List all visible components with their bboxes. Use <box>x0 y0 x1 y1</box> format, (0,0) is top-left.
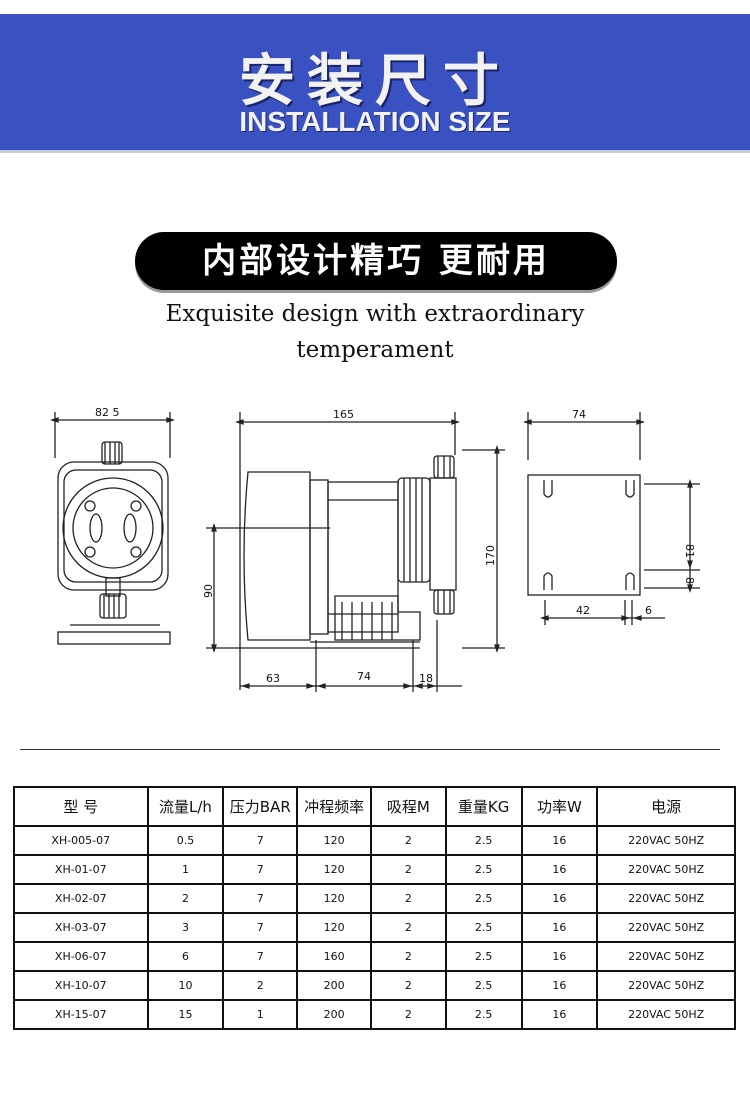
header-suction: 吸程M <box>370 786 447 827</box>
cell-power: 16 <box>520 883 599 914</box>
tagline-line-2: temperament <box>296 337 454 363</box>
cell-model: XH-06-07 <box>13 941 149 972</box>
cell-power: 16 <box>520 854 599 885</box>
cell-supply: 220VAC 50HZ <box>596 970 736 1001</box>
cell-weight: 2.5 <box>444 999 523 1030</box>
cell-suction: 2 <box>370 883 447 914</box>
cell-stroke-rate: 200 <box>296 970 372 1001</box>
dim-side-length: 165 <box>333 408 354 421</box>
cell-flow: 10 <box>146 970 225 1001</box>
dim-bottom-18: 18 <box>419 672 433 685</box>
cell-suction: 2 <box>370 941 447 972</box>
table-row: XH-03-07 3 7 120 2 2.5 16 220VAC 50HZ <box>13 912 736 943</box>
cell-model: XH-03-07 <box>13 912 149 943</box>
cell-stroke-rate: 120 <box>296 883 372 914</box>
cell-weight: 2.5 <box>444 941 523 972</box>
tagline-line-1: Exquisite design with extraordinary <box>165 301 585 327</box>
cell-flow: 15 <box>146 999 225 1030</box>
cell-supply: 220VAC 50HZ <box>596 825 736 856</box>
cell-weight: 2.5 <box>444 912 523 943</box>
cell-model: XH-005-07 <box>13 825 149 856</box>
cell-supply: 220VAC 50HZ <box>596 854 736 885</box>
cell-power: 16 <box>520 825 599 856</box>
banner-subtitle: INSTALLATION SIZE <box>239 106 511 137</box>
dim-height-90: 90 <box>202 584 215 598</box>
installation-drawing: 82 5 165 90 170 63 74 18 74 81 8 42 6 <box>49 406 700 692</box>
cell-supply: 220VAC 50HZ <box>596 883 736 914</box>
table-row: XH-06-07 6 7 160 2 2.5 16 220VAC 50HZ <box>13 941 736 972</box>
cell-flow: 0.5 <box>146 825 225 856</box>
cell-pressure: 7 <box>222 912 299 943</box>
cell-stroke-rate: 120 <box>296 854 372 885</box>
cell-model: XH-02-07 <box>13 883 149 914</box>
cell-model: XH-15-07 <box>13 999 149 1030</box>
dim-base-42: 42 <box>576 604 590 617</box>
cell-stroke-rate: 160 <box>296 941 372 972</box>
dim-front-width: 82 5 <box>95 406 120 419</box>
tagline: Exquisite design with extraordinary temp… <box>150 296 600 368</box>
dim-height-170: 170 <box>484 545 497 566</box>
cell-pressure: 7 <box>222 883 299 914</box>
table-row: XH-01-07 1 7 120 2 2.5 16 220VAC 50HZ <box>13 854 736 885</box>
cell-stroke-rate: 120 <box>296 825 372 856</box>
cell-power: 16 <box>520 999 599 1030</box>
cell-pressure: 2 <box>222 970 299 1001</box>
dim-bottom-63: 63 <box>266 672 280 685</box>
banner-title: 安装尺寸 <box>239 49 511 114</box>
cell-supply: 220VAC 50HZ <box>596 999 736 1030</box>
cell-power: 16 <box>520 941 599 972</box>
cell-pressure: 1 <box>222 999 299 1030</box>
cell-power: 16 <box>520 970 599 1001</box>
cell-suction: 2 <box>370 999 447 1030</box>
cell-supply: 220VAC 50HZ <box>596 941 736 972</box>
cell-stroke-rate: 200 <box>296 999 372 1030</box>
cell-weight: 2.5 <box>444 883 523 914</box>
table-row: XH-10-07 10 2 200 2 2.5 16 220VAC 50HZ <box>13 970 736 1001</box>
cell-weight: 2.5 <box>444 825 523 856</box>
header-flow: 流量L/h <box>146 786 225 827</box>
table-row: XH-005-07 0.5 7 120 2 2.5 16 220VAC 50HZ <box>13 825 736 856</box>
table-row: XH-02-07 2 7 120 2 2.5 16 220VAC 50HZ <box>13 883 736 914</box>
side-view <box>206 412 505 692</box>
spec-table: 型 号 流量L/h 压力BAR 冲程频率 吸程M 重量KG 功率W 电源 XH-… <box>13 786 736 1030</box>
cell-suction: 2 <box>370 854 447 885</box>
header-stroke-rate: 冲程频率 <box>296 786 372 827</box>
header-model: 型 号 <box>13 786 149 827</box>
dim-base-6: 6 <box>645 604 652 617</box>
cell-model: XH-10-07 <box>13 970 149 1001</box>
cell-suction: 2 <box>370 912 447 943</box>
header-supply: 电源 <box>596 786 736 827</box>
header-banner: 安装尺寸 INSTALLATION SIZE <box>0 14 750 150</box>
cell-stroke-rate: 120 <box>296 912 372 943</box>
cell-weight: 2.5 <box>444 970 523 1001</box>
cell-weight: 2.5 <box>444 854 523 885</box>
cell-flow: 2 <box>146 883 225 914</box>
header-power: 功率W <box>520 786 599 827</box>
dim-base-81: 81 <box>683 544 696 558</box>
front-view <box>49 412 176 645</box>
table-row: XH-15-07 15 1 200 2 2.5 16 220VAC 50HZ <box>13 999 736 1030</box>
cell-pressure: 7 <box>222 854 299 885</box>
cell-pressure: 7 <box>222 941 299 972</box>
section-divider <box>20 749 720 750</box>
header-weight: 重量KG <box>444 786 523 827</box>
cell-suction: 2 <box>370 825 447 856</box>
feature-pill: 内部设计精巧 更耐用 <box>135 232 617 290</box>
table-header-row: 型 号 流量L/h 压力BAR 冲程频率 吸程M 重量KG 功率W 电源 <box>13 786 736 827</box>
dim-base-width: 74 <box>572 408 586 421</box>
cell-flow: 6 <box>146 941 225 972</box>
cell-flow: 1 <box>146 854 225 885</box>
dim-base-8: 8 <box>683 577 696 584</box>
cell-pressure: 7 <box>222 825 299 856</box>
dim-bottom-74: 74 <box>357 670 371 683</box>
header-pressure: 压力BAR <box>222 786 299 827</box>
base-view <box>522 412 700 625</box>
cell-power: 16 <box>520 912 599 943</box>
cell-suction: 2 <box>370 970 447 1001</box>
cell-supply: 220VAC 50HZ <box>596 912 736 943</box>
cell-model: XH-01-07 <box>13 854 149 885</box>
cell-flow: 3 <box>146 912 225 943</box>
